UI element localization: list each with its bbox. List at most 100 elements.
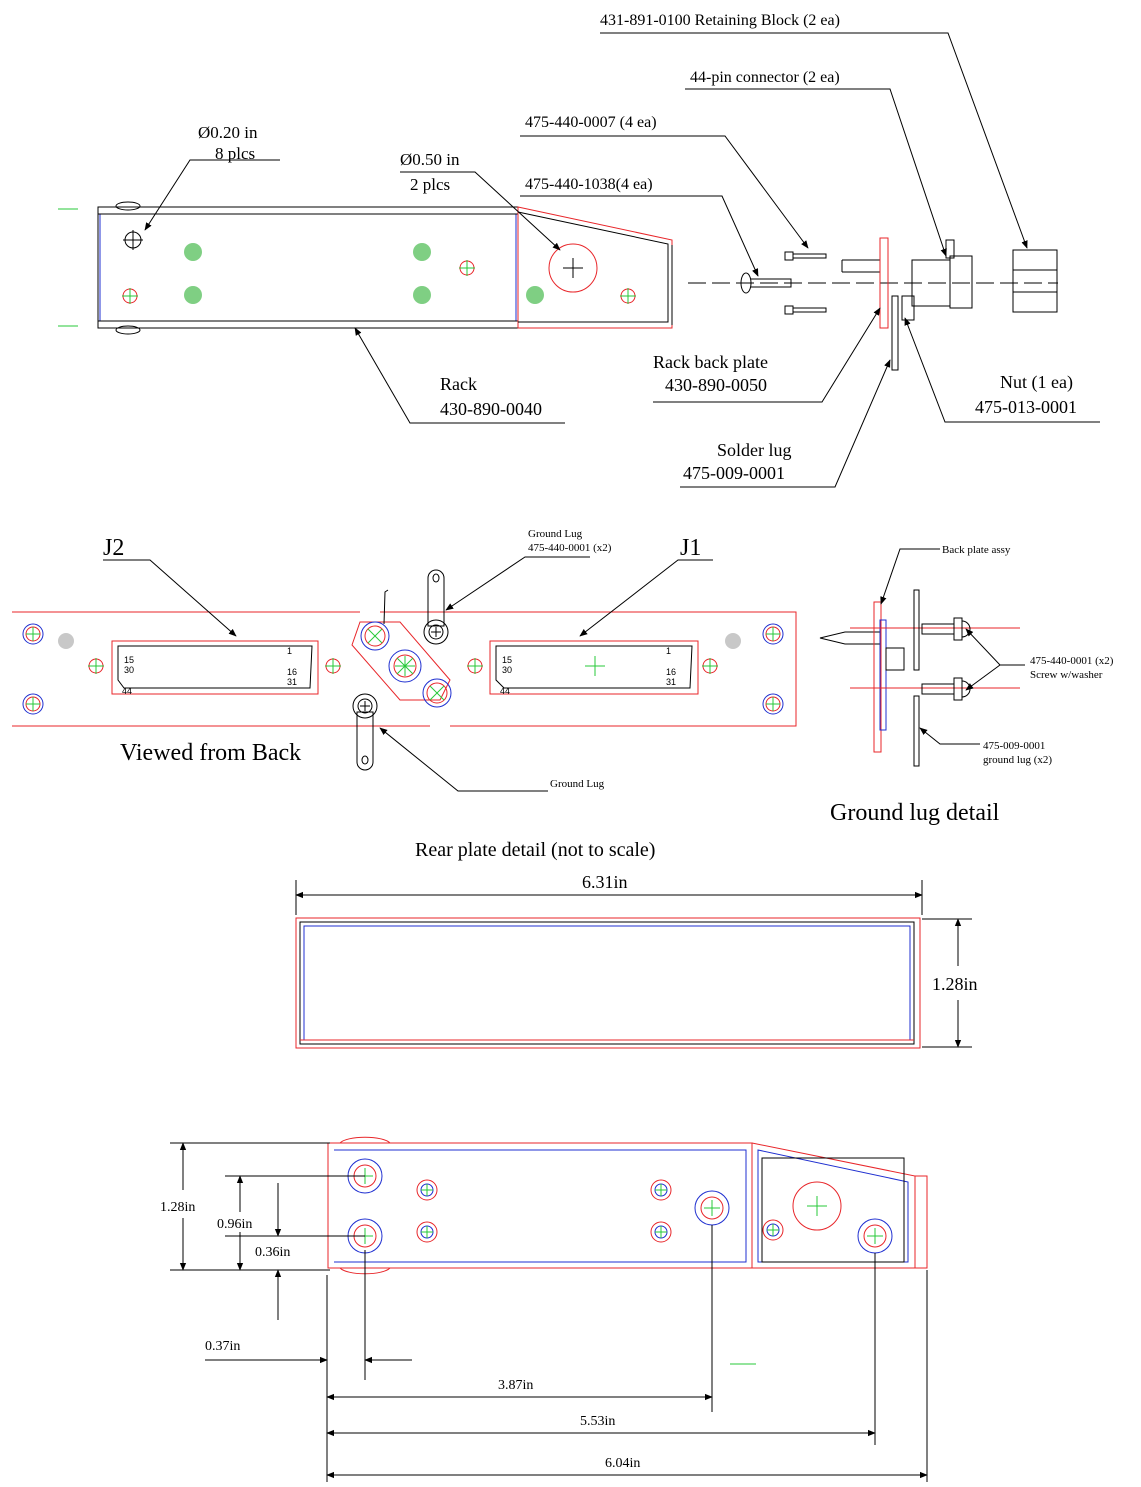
top-labels: 431-891-0100 Retaining Block (2 ea) 44-p… — [198, 12, 1077, 483]
ground-lug-top-title: Ground Lug — [528, 528, 583, 540]
connector-j2 — [111, 640, 319, 695]
small-hole — [762, 1219, 784, 1241]
pin-label: 44 — [500, 686, 510, 696]
green-hole — [184, 286, 202, 304]
green-hole — [413, 286, 431, 304]
solder-lug-title: Solder lug — [717, 440, 792, 460]
connector-j1 — [489, 640, 699, 695]
mount-hole — [22, 623, 44, 645]
back-plate-assy-label: Back plate assy — [942, 544, 1011, 556]
height-dimension: 1.28in — [932, 974, 978, 994]
rear-plate-caption: Rear plate detail (not to scale) — [415, 839, 655, 861]
ground-lug-bottom-label: Ground Lug — [550, 778, 605, 790]
front-box-labels: 6.31in 1.28in — [582, 872, 978, 994]
screw-icon — [921, 677, 971, 701]
edge-dimension: 0.37in — [205, 1339, 240, 1354]
ground-stud — [360, 621, 390, 651]
ground-lug-detail — [819, 548, 1025, 767]
rear-plate-labels: J2 J1 Ground Lug 475-440-0001 (x2) Groun… — [103, 528, 701, 861]
green-hole — [184, 243, 202, 261]
detail-lug-part: 475-009-0001 — [983, 740, 1045, 752]
connector-screw-hole — [702, 658, 718, 674]
viewed-from-back: Viewed from Back — [120, 740, 301, 766]
rack-part: 430-890-0040 — [440, 399, 542, 419]
rack-title: Rack — [440, 374, 477, 394]
detail-lug-desc: ground lug (x2) — [983, 754, 1052, 766]
pin-label: 15 — [124, 655, 134, 665]
width-dimension: 6.31in — [582, 872, 628, 892]
rack-side-view — [58, 159, 673, 424]
mount-hole — [22, 693, 44, 715]
exploded-parts — [520, 32, 1100, 488]
screw-icon — [740, 272, 792, 294]
hole-marker — [122, 288, 138, 304]
ground-lug-caption: Ground lug detail — [830, 800, 1000, 826]
rear-plate — [12, 556, 797, 792]
small-hole — [650, 1221, 672, 1243]
ground-lug-top — [423, 569, 449, 645]
screw-icon — [784, 305, 827, 315]
j2-label: J2 — [103, 535, 124, 561]
large-hole — [548, 243, 598, 293]
pin-label: 31 — [666, 677, 676, 687]
mount-hole — [762, 693, 784, 715]
gray-hole — [725, 633, 741, 649]
pin-label: 30 — [502, 665, 512, 675]
detail-screw-part: 475-440-0001 (x2) — [1030, 655, 1114, 667]
nut-title: Nut (1 ea) — [1000, 372, 1073, 393]
small-hole — [416, 1221, 438, 1243]
front-box-view — [295, 880, 972, 1049]
screw-icon — [921, 617, 971, 641]
j1-label: J1 — [680, 535, 701, 561]
solder-lug-part: 475-009-0001 — [683, 463, 785, 483]
pin-label: 1 — [287, 646, 292, 656]
small-hole — [650, 1179, 672, 1201]
screw-0007-label: 475-440-0007 (4 ea) — [525, 114, 657, 131]
large-hole — [792, 1181, 842, 1231]
pin-label: 16 — [287, 667, 297, 677]
ground-stud — [388, 649, 422, 683]
gray-hole — [58, 633, 74, 649]
dim-604: 6.04in — [605, 1456, 640, 1471]
small-hole — [416, 1179, 438, 1201]
connector-screw-hole — [325, 658, 341, 674]
screw-1038-label: 475-440-1038(4 ea) — [525, 176, 653, 193]
mount-hole — [857, 1218, 893, 1254]
height-dimension: 1.28in — [160, 1200, 195, 1215]
mount-hole — [694, 1190, 730, 1226]
hole-marker — [620, 288, 636, 304]
green-hole — [413, 243, 431, 261]
retaining-block-label: 431-891-0100 Retaining Block (2 ea) — [600, 12, 840, 29]
dim-553: 5.53in — [580, 1414, 615, 1429]
hole-row-dimension: 0.96in — [217, 1217, 252, 1232]
ground-lug-detail-labels: Back plate assy 475-440-0001 (x2) Screw … — [830, 544, 1114, 826]
dimension-labels: 1.28in 0.96in 0.36in 0.37in 3.87in 5.53i… — [160, 1200, 640, 1471]
mount-hole — [762, 623, 784, 645]
pin-label: 31 — [287, 677, 297, 687]
hole-marker — [123, 230, 143, 250]
back-plate-part: 430-890-0050 — [665, 375, 767, 395]
connector-label: 44-pin connector (2 ea) — [690, 69, 840, 86]
pin-label: 16 — [666, 667, 676, 677]
hole-marker — [459, 260, 475, 276]
dim-387: 3.87in — [498, 1378, 533, 1393]
small-hole-dia: Ø0.20 in — [198, 123, 258, 142]
dimensioned-side-view — [170, 1136, 928, 1482]
large-hole-dia: Ø0.50 in — [400, 150, 460, 169]
pin-label: 15 — [502, 655, 512, 665]
ground-lug-bottom — [352, 693, 378, 771]
connector-screw-hole — [467, 658, 483, 674]
hole-low-dimension: 0.36in — [255, 1245, 290, 1260]
green-hole — [526, 286, 544, 304]
ground-lug-top-part: 475-440-0001 (x2) — [528, 542, 612, 554]
back-plate-title: Rack back plate — [653, 352, 768, 372]
ground-stud — [422, 678, 452, 708]
large-hole-qty: 2 plcs — [410, 175, 450, 194]
connector-screw-hole — [88, 658, 104, 674]
screw-icon — [784, 251, 827, 261]
pin-label: 44 — [122, 686, 132, 696]
pin-label: 1 — [666, 646, 671, 656]
pin-label: 30 — [124, 665, 134, 675]
detail-screw-desc: Screw w/washer — [1030, 669, 1103, 681]
